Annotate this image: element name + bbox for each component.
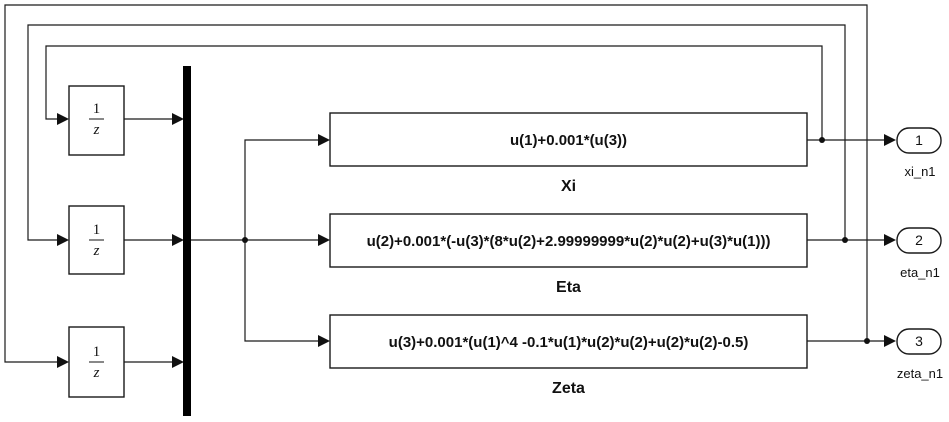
arrowhead — [884, 335, 896, 347]
arrowhead — [884, 134, 896, 146]
branch-point — [242, 237, 248, 243]
outport-label-xi: xi_n1 — [904, 164, 935, 179]
arrowhead — [57, 113, 69, 125]
outport-label-eta: eta_n1 — [900, 265, 940, 280]
outport-number: 1 — [915, 132, 923, 148]
fcn-label-xi: Xi — [561, 178, 576, 195]
fcn-block-zeta[interactable]: u(3)+0.001*(u(1)^4 -0.1*u(1)*u(2)*u(2)+u… — [329, 314, 808, 369]
feedback-wire-zeta — [4, 4, 868, 363]
unit-delay-block-1[interactable]: 1 z — [68, 85, 125, 156]
feedback-wire-xi — [45, 45, 823, 140]
arrowhead — [318, 335, 330, 347]
arrowhead — [884, 234, 896, 246]
fcn-block-xi[interactable]: u(1)+0.001*(u(3)) — [329, 112, 808, 167]
unit-delay-block-2[interactable]: 1 z — [68, 205, 125, 275]
outport-3[interactable]: 3 — [896, 328, 942, 355]
outport-label-zeta: zeta_n1 — [897, 366, 943, 381]
fcn-block-eta[interactable]: u(2)+0.001*(-u(3)*(8*u(2)+2.99999999*u(2… — [329, 213, 808, 268]
arrowhead — [172, 113, 184, 125]
unit-delay-denominator: z — [93, 122, 100, 138]
arrowhead — [318, 234, 330, 246]
unit-delay-numerator: 1 — [93, 222, 101, 238]
outport-1[interactable]: 1 — [896, 127, 942, 154]
outport-number: 2 — [915, 232, 923, 248]
unit-delay-denominator: z — [93, 243, 100, 259]
branch-point — [842, 237, 848, 243]
arrowhead — [318, 134, 330, 146]
outport-number: 3 — [915, 333, 923, 349]
arrowhead — [57, 356, 69, 368]
wire-to-xi — [244, 139, 320, 240]
arrowhead — [57, 234, 69, 246]
branch-point — [864, 338, 870, 344]
fcn-expression: u(3)+0.001*(u(1)^4 -0.1*u(1)*u(2)*u(2)+u… — [389, 334, 749, 351]
unit-delay-numerator: 1 — [93, 344, 101, 360]
fcn-label-eta: Eta — [556, 279, 581, 296]
arrowhead — [172, 234, 184, 246]
unit-delay-numerator: 1 — [93, 101, 101, 117]
fcn-expression: u(2)+0.001*(-u(3)*(8*u(2)+2.99999999*u(2… — [367, 233, 771, 250]
fcn-expression: u(1)+0.001*(u(3)) — [510, 132, 627, 149]
unit-delay-denominator: z — [93, 365, 100, 381]
mux-block[interactable] — [183, 66, 191, 416]
unit-delay-block-3[interactable]: 1 z — [68, 326, 125, 398]
feedback-wire-eta — [27, 24, 846, 241]
branch-point — [819, 137, 825, 143]
outport-2[interactable]: 2 — [896, 227, 942, 254]
wire-to-zeta — [244, 240, 320, 342]
arrowhead — [172, 356, 184, 368]
fcn-label-zeta: Zeta — [552, 380, 585, 397]
